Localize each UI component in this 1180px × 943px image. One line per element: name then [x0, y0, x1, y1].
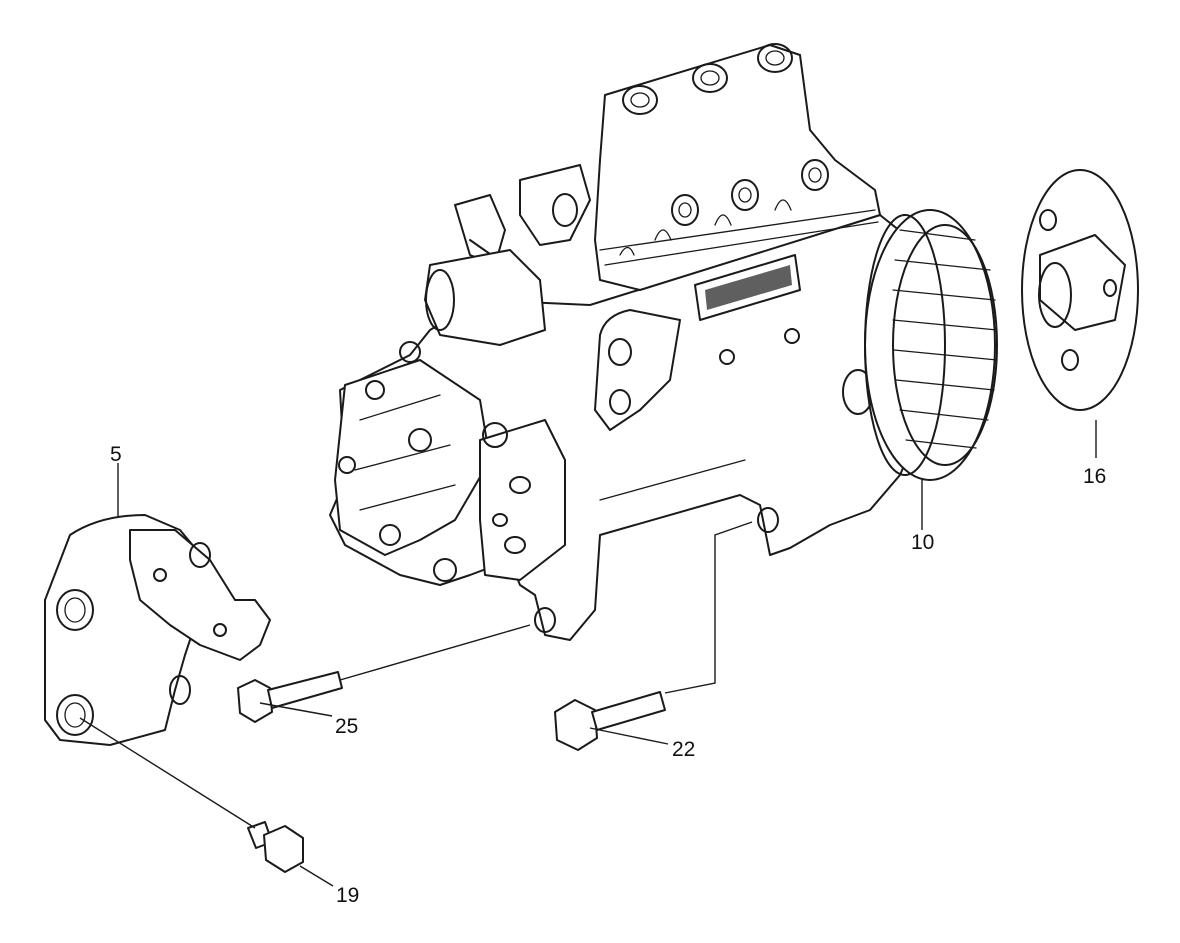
- leader-lines: [79, 420, 1097, 887]
- callout-bolt-25: 25: [335, 715, 358, 738]
- high-pressure-pump: [329, 43, 916, 641]
- bolt-19: [247, 821, 304, 873]
- callout-bolt-19: 19: [336, 884, 359, 907]
- drive-gear: [864, 209, 998, 481]
- callout-gear: 10: [911, 531, 934, 554]
- callout-bracket: 5: [110, 443, 122, 466]
- bolt-22: [554, 691, 666, 751]
- mounting-bracket: [44, 514, 271, 746]
- hub-flange: [1021, 169, 1139, 411]
- callout-hub: 16: [1083, 465, 1106, 488]
- bolt-25: [237, 671, 343, 723]
- callout-bolt-22: 22: [672, 738, 695, 761]
